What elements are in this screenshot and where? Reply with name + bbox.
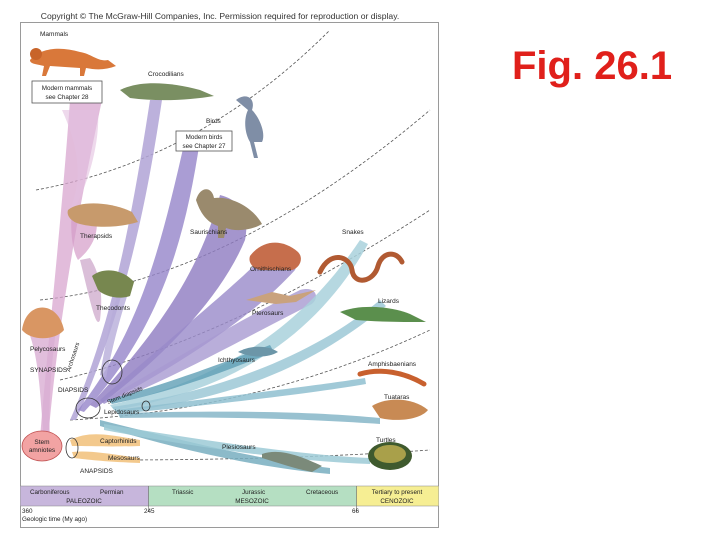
timeline-axis-label: Geologic time (My ago) [22, 516, 87, 523]
label-captorhinids: Captorhinids [100, 438, 137, 445]
amniote-phylogeny-diagram: Modern mammals see Chapter 28 Modern bir… [20, 22, 439, 528]
period-triassic: Triassic [172, 489, 193, 496]
tick-360: 360 [22, 508, 33, 515]
period-jurassic: Jurassic [242, 489, 265, 496]
mammals-note-line2: see Chapter 28 [45, 94, 89, 101]
label-synapsids: SYNAPSIDS [30, 367, 68, 374]
label-stem-amniotes-1: Stem [34, 439, 49, 446]
label-tuataras: Tuataras [384, 394, 410, 401]
label-anapsids: ANAPSIDS [80, 468, 114, 475]
sauropod-illustration [196, 189, 262, 238]
cenozoic-band [356, 486, 439, 506]
geologic-timeline: Carboniferous Permian PALEOZOIC Triassic… [20, 485, 439, 523]
tick-245: 245 [144, 508, 155, 515]
turtle-illustration [368, 442, 412, 470]
label-saurischians: Saurischians [190, 229, 228, 236]
label-ichthyosaurs: Ichthyosaurs [218, 357, 256, 364]
label-mammals: Mammals [40, 31, 69, 38]
label-stem-amniotes-2: amniotes [29, 447, 56, 454]
label-lizards: Lizards [378, 298, 400, 305]
era-mesozoic: MESOZOIC [235, 498, 269, 505]
era-cenozoic: CENOZOIC [380, 498, 414, 505]
mammals-note-line1: Modern mammals [42, 85, 92, 92]
period-carboniferous: Carboniferous [30, 489, 70, 496]
tuatara-illustration [372, 399, 428, 420]
archosaur-lineages [70, 100, 316, 420]
label-ornithischians: Ornithischians [250, 266, 292, 273]
period-cretaceous: Cretaceous [306, 489, 338, 496]
birds-note-line1: Modern birds [186, 134, 223, 141]
stegosaur-illustration [249, 242, 301, 270]
clade-markers [65, 359, 151, 459]
diagram-frame [20, 22, 439, 528]
birds-note-box [175, 130, 233, 152]
label-thecodonts: Thecodonts [96, 305, 131, 312]
mesozoic-band [148, 486, 357, 506]
label-amphisbaenians: Amphisbaenians [368, 361, 417, 368]
label-pterosaurs: Pterosaurs [252, 310, 284, 317]
thecodont-illustration [92, 270, 134, 298]
period-permian: Permian [100, 489, 124, 496]
lizard-illustration [340, 306, 426, 322]
label-turtles: Turtles [376, 437, 396, 444]
label-lepidosaurs: Lepidosaurs [104, 409, 140, 416]
therapsid-illustration [67, 203, 138, 227]
amphisbaenian-illustration [357, 368, 427, 387]
era-paleozoic: PALEOZOIC [66, 498, 102, 505]
paleozoic-band [20, 486, 149, 506]
label-diapsids: DIAPSIDS [58, 387, 89, 394]
label-pelycosaurs: Pelycosaurs [30, 346, 66, 353]
pelycosaur-illustration [22, 307, 64, 339]
snake-illustration [317, 251, 405, 283]
copyright-notice: Copyright © The McGraw-Hill Companies, I… [40, 11, 400, 21]
label-birds: Birds [206, 118, 222, 125]
pterosaur-illustration [246, 290, 316, 304]
label-archosaurs: Archosaurs [66, 342, 81, 373]
label-therapsids: Therapsids [80, 233, 113, 240]
figure-title: Fig. 26.1 [512, 44, 673, 88]
label-snakes: Snakes [342, 229, 364, 236]
ichthyosaur-illustration [238, 346, 278, 357]
heron-illustration [236, 96, 264, 158]
label-mesosaurs: Mesosaurs [108, 455, 141, 462]
crocodile-illustration [120, 83, 214, 101]
anapsid-lineage [70, 434, 140, 463]
tick-66: 66 [352, 508, 360, 515]
period-tertiary: Tertiary to present [372, 489, 423, 496]
plesiosaur-illustration [262, 451, 322, 472]
birds-note-line2: see Chapter 27 [182, 143, 226, 150]
stem-amniotes-node [21, 430, 63, 462]
label-plesiosaurs: Plesiosaurs [222, 444, 256, 451]
fox-illustration [30, 48, 116, 76]
mammals-note-box [31, 80, 103, 104]
label-crocodilians: Crocodilians [148, 71, 185, 78]
